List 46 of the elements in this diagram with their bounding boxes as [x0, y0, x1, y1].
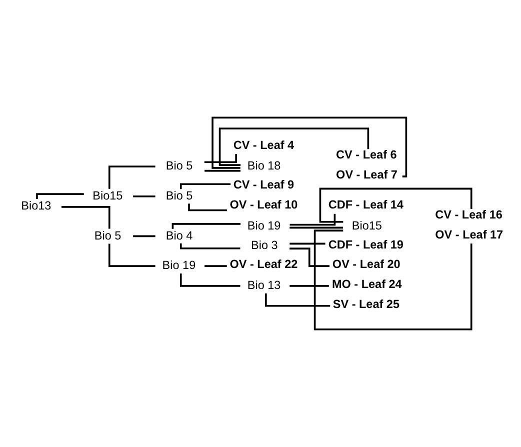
connector	[212, 116, 408, 178]
connector	[108, 244, 156, 267]
node-text: Bio 5	[166, 189, 193, 202]
node-text: CDF - Leaf 14	[328, 198, 404, 212]
connector	[290, 285, 329, 287]
node-text: OV - Leaf 17	[435, 228, 504, 242]
connector	[319, 188, 472, 223]
connector	[218, 128, 370, 166]
node-text: CV - Leaf 6	[336, 148, 397, 162]
node-text: CV - Leaf 4	[233, 138, 294, 152]
connector	[204, 265, 227, 267]
connector	[290, 226, 343, 229]
connector	[204, 170, 240, 172]
connector	[188, 204, 228, 212]
connector	[180, 183, 231, 190]
node-text: Bio 19	[162, 259, 196, 272]
node-text: OV - Leaf 20	[332, 258, 400, 272]
connector	[290, 248, 330, 267]
connector	[180, 243, 240, 250]
connector	[108, 166, 156, 189]
node-text: Bio 3	[251, 239, 278, 252]
node-text: CDF - Leaf 19	[328, 238, 404, 252]
node-text: OV - Leaf 7	[336, 168, 398, 182]
connector	[204, 154, 237, 164]
connector	[314, 230, 472, 330]
node-text: Bio13	[21, 199, 52, 212]
node-text: Bio 5	[166, 160, 193, 173]
connector	[133, 195, 156, 198]
connector	[290, 242, 326, 245]
node-text: Bio 5	[94, 229, 122, 242]
node-text: OV - Leaf 22	[230, 258, 298, 272]
connector	[61, 206, 110, 229]
connector	[133, 235, 156, 238]
connector	[172, 223, 241, 229]
node-text: Bio 4	[166, 229, 193, 242]
node-text: Bio 18	[247, 160, 281, 173]
node-text: OV - Leaf 10	[230, 198, 298, 212]
node-text: Bio 19	[247, 219, 281, 232]
node-text: MO - Leaf 24	[332, 278, 402, 292]
node-text: Bio15	[352, 219, 382, 232]
node-text: CV - Leaf 16	[435, 208, 502, 222]
node-text: SV - Leaf 25	[332, 298, 400, 312]
node-text: Bio 13	[247, 279, 281, 292]
connector	[290, 214, 336, 226]
node-text: Bio15	[92, 189, 123, 202]
node-text: CV - Leaf 9	[233, 178, 294, 192]
